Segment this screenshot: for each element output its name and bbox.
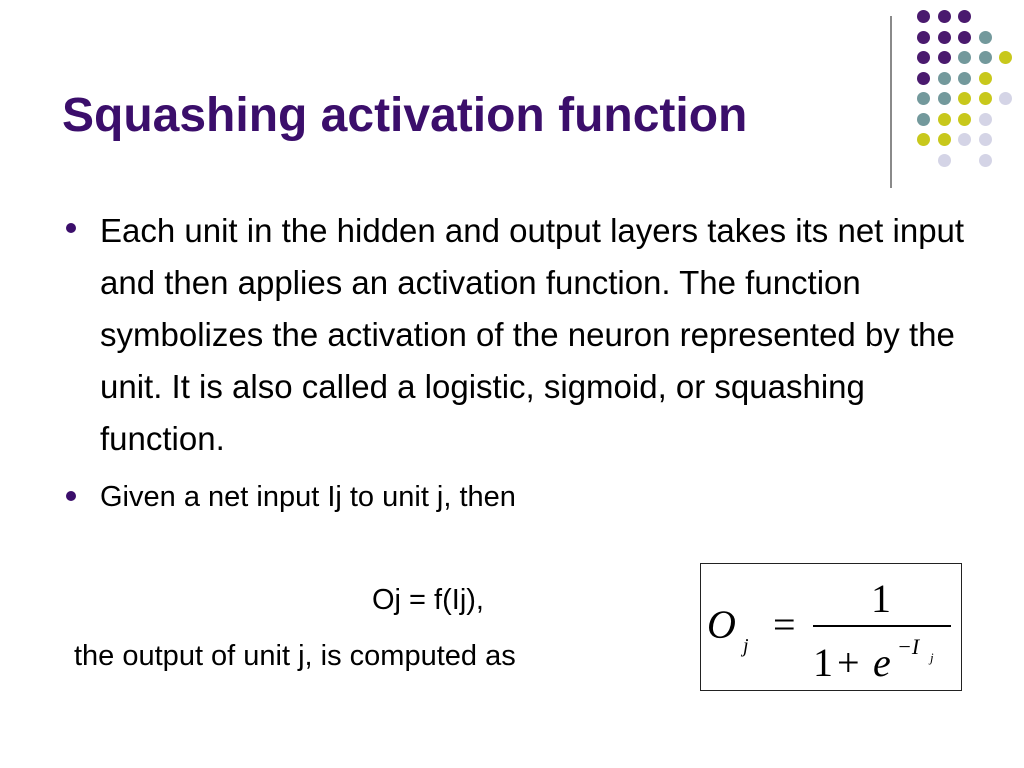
decorative-dot: [917, 10, 930, 23]
formula-lhs: O: [707, 602, 736, 647]
decorative-dot: [999, 92, 1012, 105]
decorative-dot: [958, 92, 971, 105]
decorative-dot-grid: [900, 10, 1020, 170]
decorative-dot: [937, 112, 951, 126]
bullet-text: Each unit in the hidden and output layer…: [100, 212, 965, 457]
title-divider: [890, 16, 892, 188]
decorative-dot: [937, 71, 951, 85]
formula-denominator-one: 1: [813, 640, 833, 685]
decorative-dot: [937, 30, 951, 44]
decorative-dot: [958, 112, 971, 126]
decorative-dot: [917, 133, 930, 146]
decorative-dot: [937, 92, 951, 105]
formula-numerator: 1: [871, 576, 891, 621]
decorative-dot: [958, 71, 971, 85]
formula-equals: =: [773, 602, 796, 647]
decorative-dot: [978, 153, 992, 167]
decorative-dot: [999, 51, 1012, 64]
output-description: the output of unit j, is computed as: [74, 640, 516, 672]
decorative-dot: [917, 71, 930, 85]
decorative-dot: [978, 112, 992, 126]
decorative-dot: [978, 51, 992, 64]
bullet-text: Given a net input Ij to unit j, then: [100, 481, 516, 513]
formula-exponent: −I: [897, 634, 921, 659]
bullet-item: Each unit in the hidden and output layer…: [62, 205, 982, 465]
bullet-icon: [66, 491, 76, 501]
decorative-dot: [917, 30, 930, 44]
decorative-dot: [937, 133, 951, 146]
decorative-dot: [937, 51, 951, 64]
decorative-dot: [937, 10, 951, 23]
bullet-icon: [66, 223, 76, 233]
decorative-dot: [937, 153, 951, 167]
slide-title: Squashing activation function: [62, 89, 748, 142]
formula-base: e: [873, 640, 891, 685]
decorative-dot: [917, 51, 930, 64]
decorative-dot: [917, 112, 930, 126]
decorative-dot: [917, 92, 930, 105]
equation-line: Oj = f(Ij),: [372, 584, 484, 616]
decorative-dot: [958, 51, 971, 64]
decorative-dot: [978, 71, 992, 85]
formula-lhs-subscript: j: [740, 635, 749, 657]
decorative-dot: [978, 133, 992, 146]
decorative-dot: [958, 133, 971, 146]
bullet-list: Each unit in the hidden and output layer…: [62, 205, 982, 517]
decorative-dot: [978, 92, 992, 105]
decorative-dot: [958, 30, 971, 44]
sigmoid-formula: O j = 1 1 + e −I j: [700, 563, 962, 691]
formula-exponent-subscript: j: [928, 650, 934, 665]
formula-plus: +: [837, 640, 860, 685]
decorative-dot: [978, 30, 992, 44]
decorative-dot: [958, 10, 971, 23]
bullet-item: Given a net input Ij to unit j, then: [62, 477, 982, 517]
